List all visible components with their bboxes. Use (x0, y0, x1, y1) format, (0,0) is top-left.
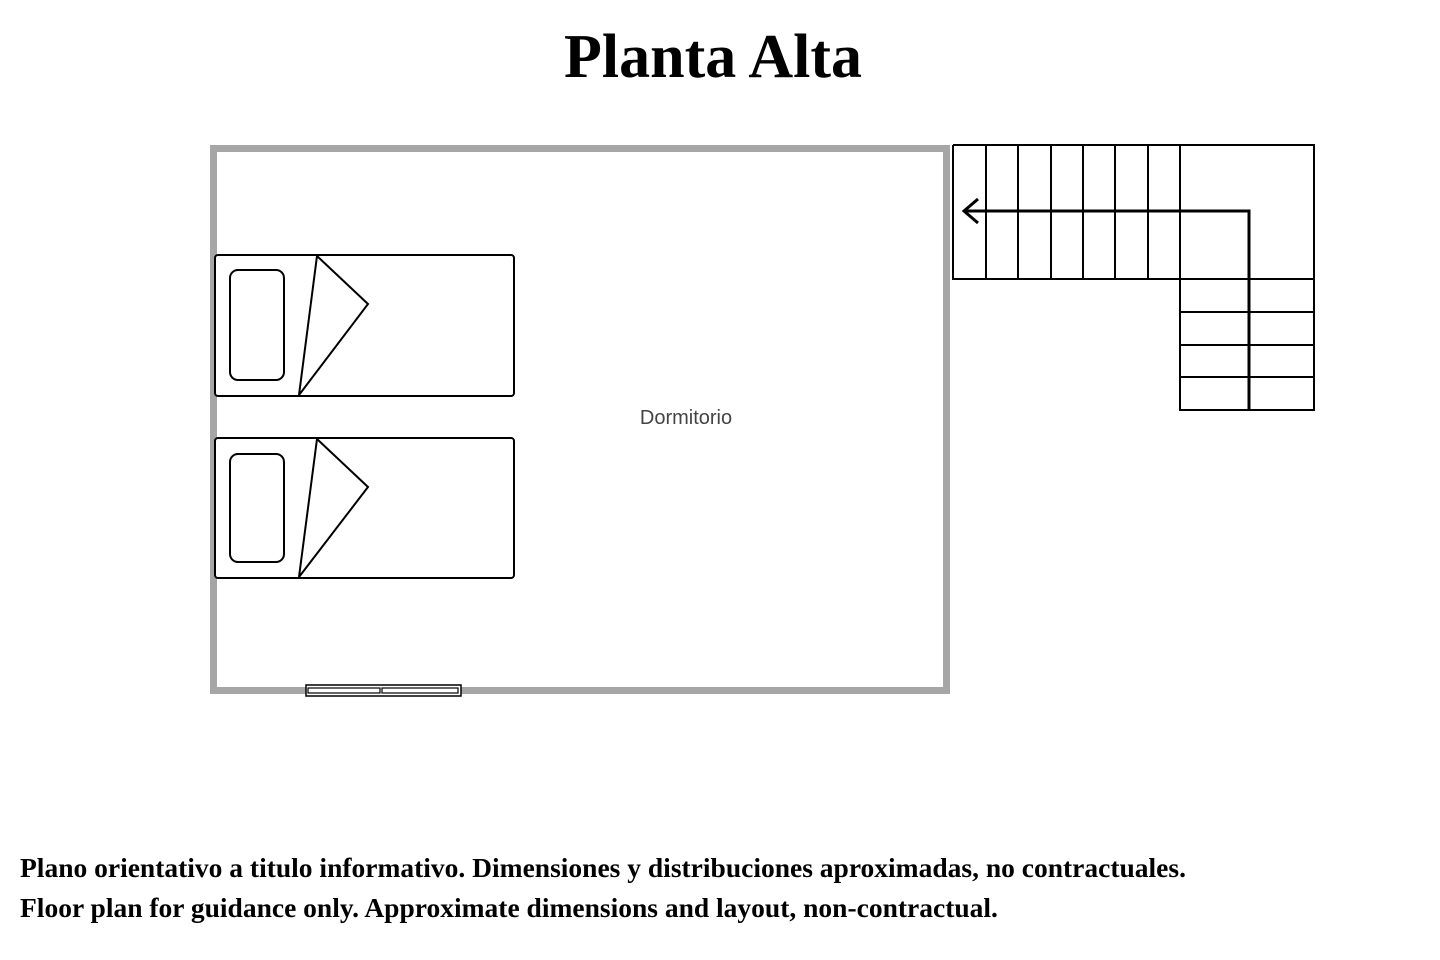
page-title: Planta Alta (564, 23, 862, 91)
disclaimer-english: Floor plan for guidance only. Approximat… (20, 892, 998, 923)
disclaimer: Plano orientativo a titulo informativo. … (20, 848, 1420, 928)
arrow-left-icon (961, 197, 1251, 410)
disclaimer-spanish: Plano orientativo a titulo informativo. … (20, 852, 1186, 883)
room-label-dormitorio: Dormitorio (640, 407, 732, 429)
bed-icon (214, 254, 515, 397)
room-walls (210, 145, 950, 694)
staircase-icon (952, 144, 1315, 411)
bed-icon (214, 437, 515, 579)
window-icon (305, 684, 462, 697)
